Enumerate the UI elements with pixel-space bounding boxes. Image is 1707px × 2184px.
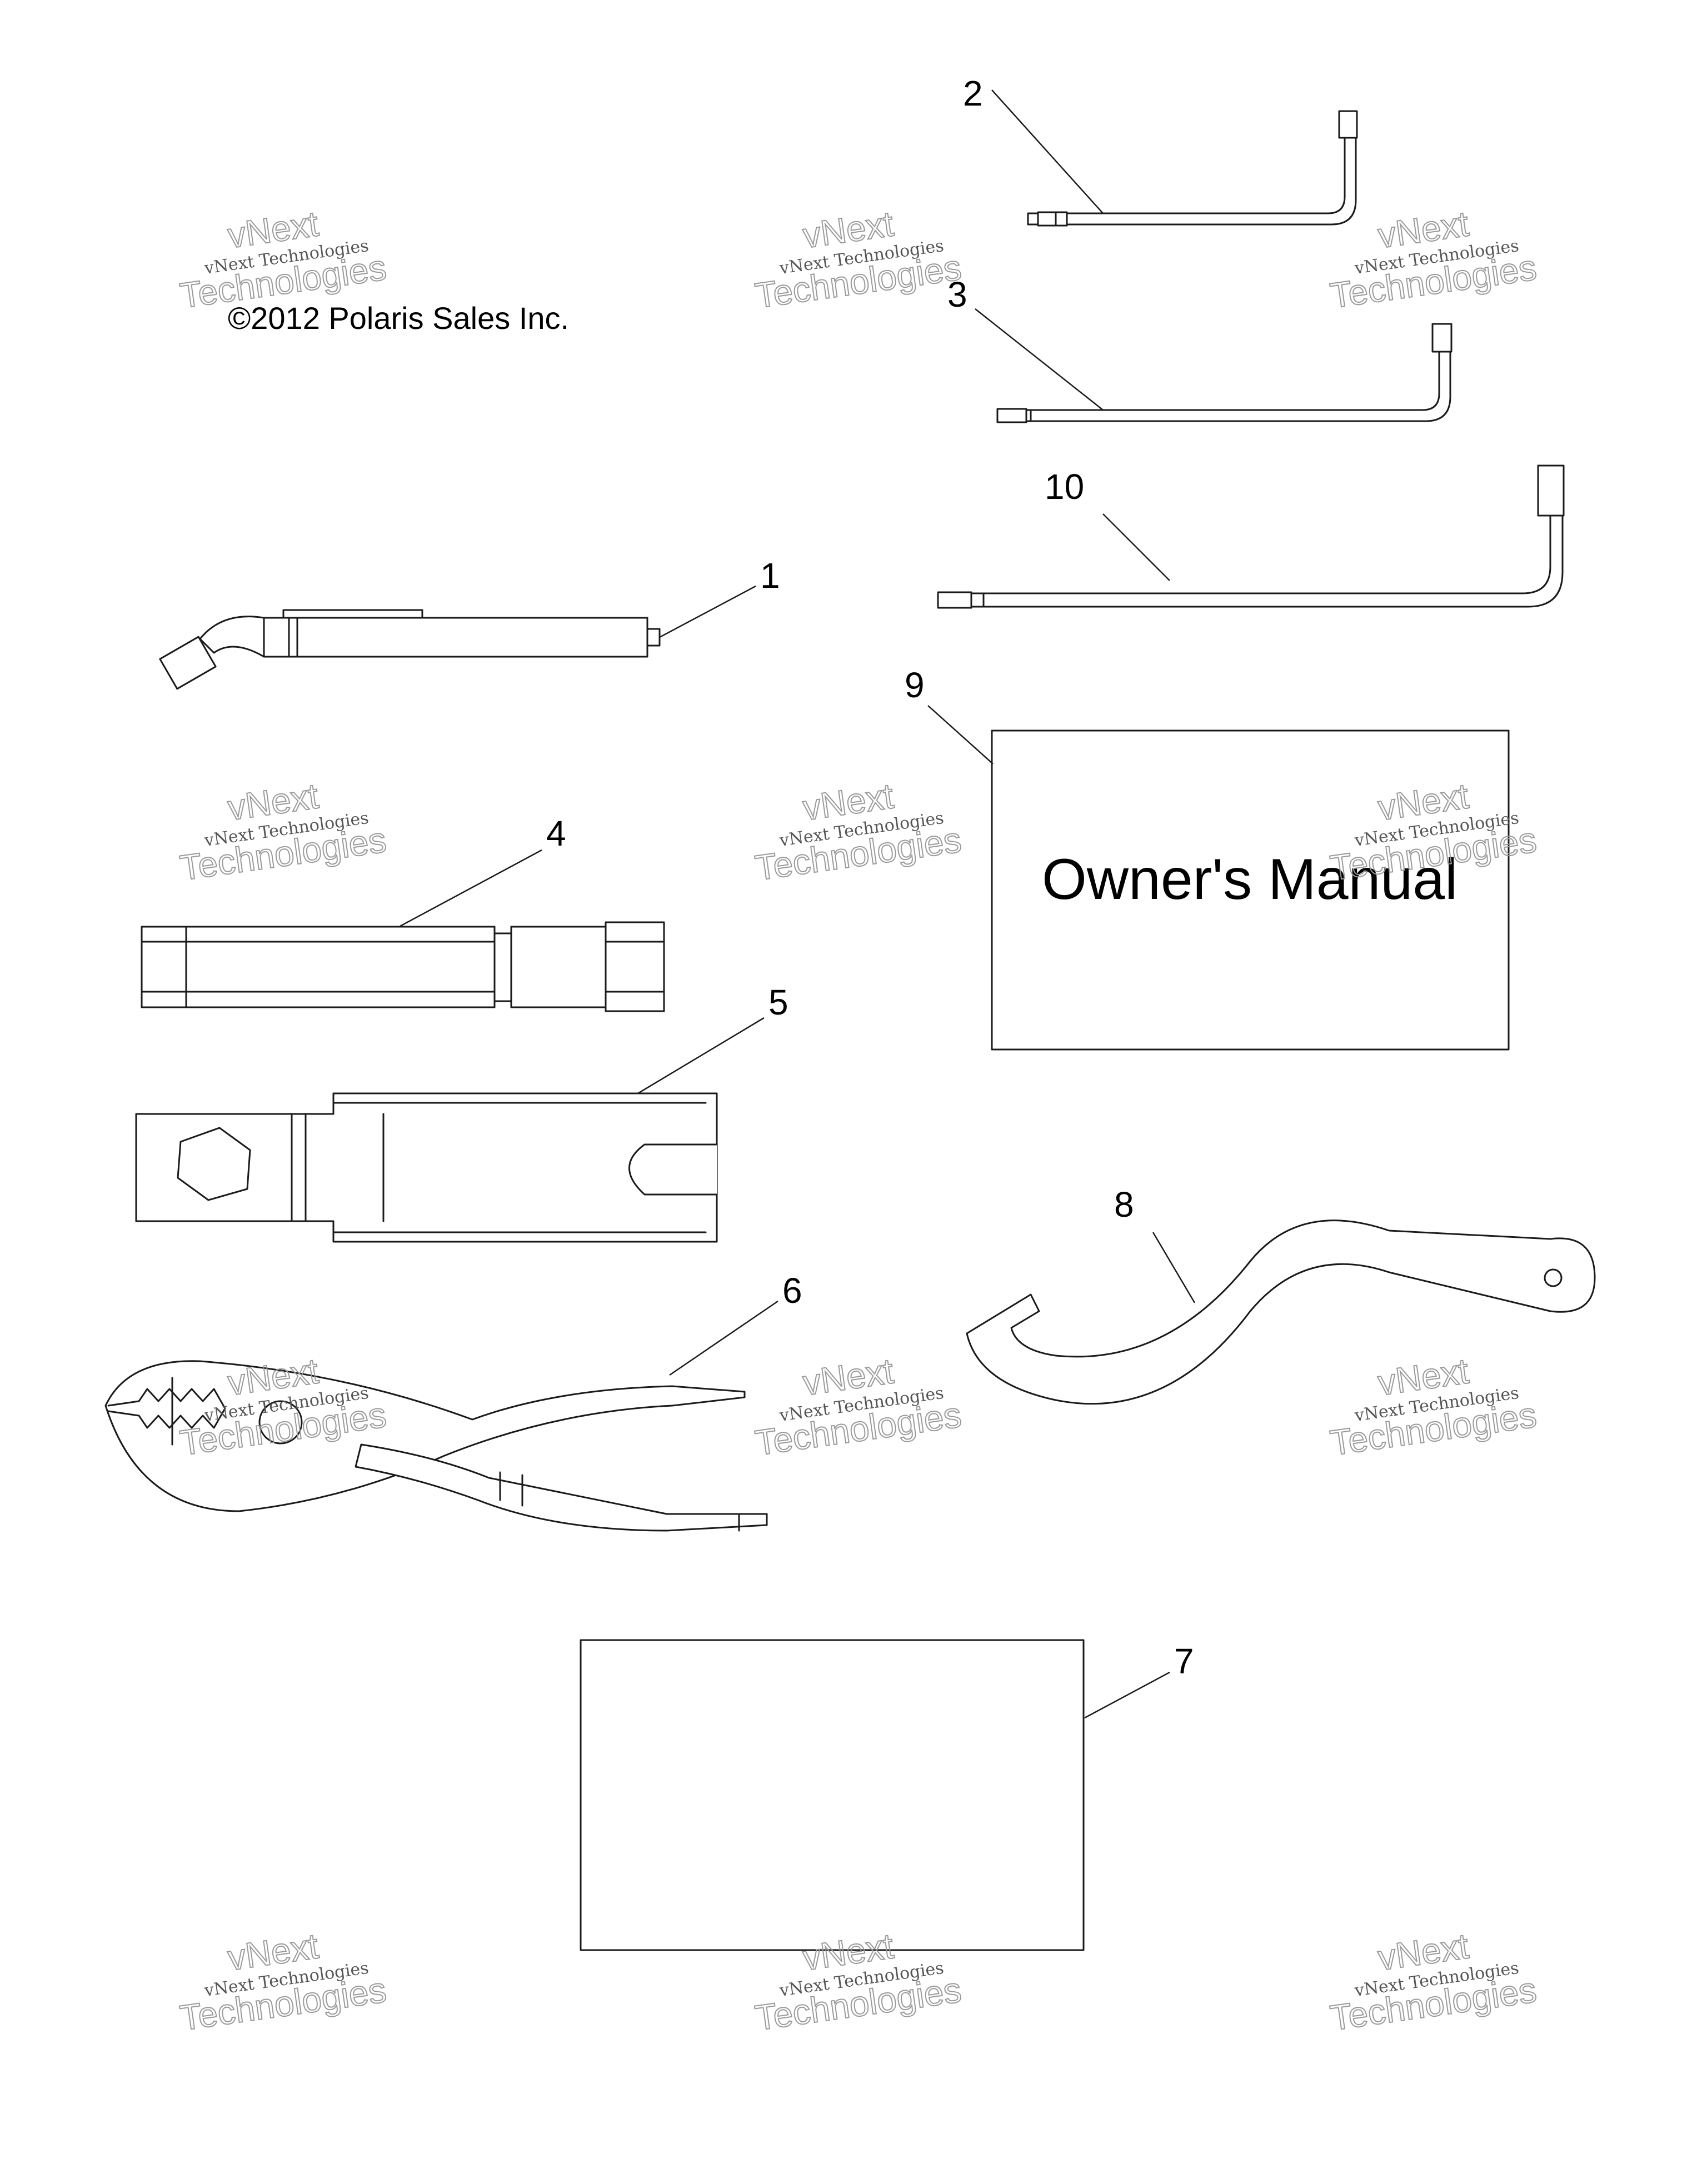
watermark-r1c3: vNext vNext Technologies Technologies: [1327, 203, 1540, 316]
watermark-r1c1: vNext vNext Technologies Technologies: [177, 203, 390, 316]
part-6-pliers: [104, 1360, 768, 1532]
watermark-r4c3: vNext vNext Technologies Technologies: [1327, 1925, 1540, 2038]
callout-9: 9: [905, 665, 925, 705]
part-4-spark-plug-socket: [141, 921, 665, 1012]
part-5-combo-wrench: [135, 1092, 718, 1243]
copyright-text: ©2012 Polaris Sales Inc.: [228, 301, 569, 336]
callout-10: 10: [1045, 467, 1084, 507]
leader-9: [927, 705, 994, 764]
leader-6: [669, 1300, 778, 1376]
leader-2: [991, 89, 1104, 214]
part-1-pressure-gauge: [159, 609, 661, 690]
callout-8: 8: [1114, 1185, 1134, 1225]
leader-7: [1084, 1671, 1170, 1719]
leader-1: [659, 585, 756, 638]
part-2-hex-key-small: [1027, 110, 1358, 227]
part-9-owners-manual: Owner's Manual: [991, 729, 1510, 1051]
watermark-r1c2: vNext vNext Technologies Technologies: [752, 203, 965, 316]
part-7-tool-pouch: [580, 1639, 1085, 1951]
part-3-hex-key-medium: [996, 323, 1453, 423]
callout-6: 6: [782, 1271, 802, 1311]
watermark-r2c2: vNext vNext Technologies Technologies: [752, 775, 965, 888]
leader-3: [975, 308, 1104, 411]
callout-2: 2: [963, 73, 983, 113]
watermark-r2c1: vNext vNext Technologies Technologies: [177, 775, 390, 888]
callout-1: 1: [760, 556, 780, 596]
callout-5: 5: [768, 982, 788, 1022]
watermark-r4c1: vNext vNext Technologies Technologies: [177, 1925, 390, 2038]
leader-8: [1152, 1232, 1196, 1303]
leader-4: [400, 849, 542, 927]
callout-7: 7: [1174, 1641, 1194, 1681]
part-8-spanner-wrench: [966, 1220, 1596, 1405]
watermark-r3c2: vNext vNext Technologies Technologies: [752, 1350, 965, 1463]
watermark-r3c3: vNext vNext Technologies Technologies: [1327, 1350, 1540, 1463]
part-10-hex-key-large: [937, 464, 1565, 609]
owners-manual-title: Owner's Manual: [1042, 847, 1458, 912]
leader-5: [637, 1017, 765, 1095]
leader-10: [1102, 513, 1170, 581]
callout-4: 4: [546, 813, 566, 853]
callout-3: 3: [947, 274, 967, 314]
